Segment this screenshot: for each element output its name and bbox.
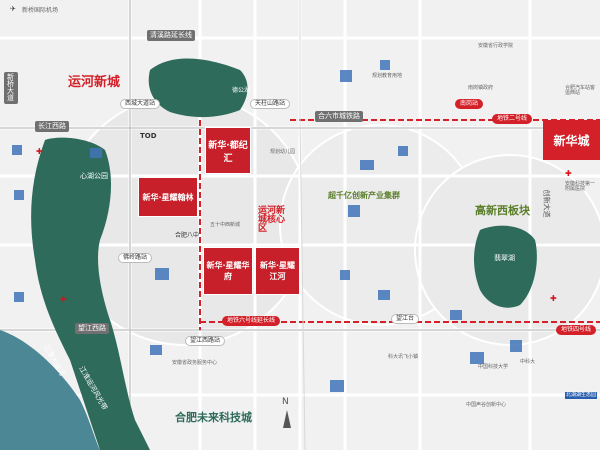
tod-label: TOD xyxy=(140,132,157,140)
zone-future: 合肥未来科技城 xyxy=(175,411,252,424)
project-jianghe[interactable]: 新华·星耀江河 xyxy=(255,247,300,295)
lake-degong xyxy=(148,58,248,118)
project-duji[interactable]: 新华·都纪汇 xyxy=(205,127,251,174)
metro6-label: 地铁六号线延长线 xyxy=(222,316,281,326)
zone-gaoxin: 高新西板块 xyxy=(475,204,530,217)
station-xicheng[interactable]: 西城大道站 xyxy=(120,99,161,109)
park-shanghe: 翡翠湖 xyxy=(494,254,515,262)
poi-keda: 中国科技大学 xyxy=(478,364,509,370)
poi-guihua1: 规划教育用地 xyxy=(372,73,403,79)
school-xinhua: 五十中西新城 xyxy=(210,222,241,228)
poi-nangang-town: 南岗镇政府 xyxy=(468,85,494,91)
station-foziling[interactable]: 佛岭路站 xyxy=(118,253,153,263)
park-xinhu: 心湖公园 xyxy=(80,172,108,180)
zone-yunhe: 运河新城 xyxy=(68,75,121,90)
poi-anhui-inst: 安徽省行政学院 xyxy=(478,43,514,49)
poi-anhui-keji: 安徽科技第一附属医院 xyxy=(565,181,596,192)
project-huafu[interactable]: 新华·星耀华府 xyxy=(203,247,253,295)
poi-guihua2: 规划幼儿园 xyxy=(270,149,296,155)
hospital-icon: ✚ xyxy=(550,294,557,303)
hospital-icon: ✚ xyxy=(565,169,572,178)
poi-hefei-research: 中国声谷创新中心 xyxy=(466,402,507,408)
station-wangjiang[interactable]: 望江西路站 xyxy=(185,336,226,346)
metro-line4-label: 地铁四号线 xyxy=(556,325,597,335)
lake-shanghe xyxy=(474,225,537,308)
project-hanlin[interactable]: 新华·星耀翰林 xyxy=(138,177,198,217)
road-xinqiao: 新桥大道 xyxy=(4,72,18,104)
zone-qianzhaoyi: 超千亿创新产业集群 xyxy=(328,191,400,200)
metro-line2-label: 地铁二号线 xyxy=(492,114,533,124)
poi-anhui-gov: 安徽省政务服务中心 xyxy=(172,360,218,366)
river-jianghuai xyxy=(0,330,100,450)
road-wangjiang: 望江西路 xyxy=(75,323,109,334)
poi-hefei-bus: 合肥汽车站客运西站 xyxy=(565,85,596,96)
park-degong: 德公湖 xyxy=(232,87,251,94)
poi-zhongke: 中科大 xyxy=(520,359,536,365)
north-arrow-icon: N xyxy=(282,397,289,407)
station-nangang[interactable]: 南岗站 xyxy=(455,99,484,109)
airport-label: 新桥国际机场 xyxy=(22,7,59,14)
airport-icon: ✈ xyxy=(10,5,16,13)
hospital-icon: ✚ xyxy=(60,295,67,304)
poi-gaoxin-tag: 北湖湖生态园 xyxy=(565,392,597,399)
road-chuangxin: 创新大道 xyxy=(542,189,551,218)
lake-xinhu xyxy=(31,137,150,450)
poi-star-town: 科大讯飞小镇 xyxy=(388,354,419,360)
zone-core: 运河新城核心区 xyxy=(258,206,286,234)
station-wangjiang-tai[interactable]: 望江台 xyxy=(391,314,420,324)
xinhua-logo-box: 新华城 xyxy=(543,120,600,160)
school-hf8: 合肥八中 xyxy=(175,232,200,239)
road-qingxi: 清溪路延长线 xyxy=(147,30,195,41)
station-tianzhushan[interactable]: 天柱山路站 xyxy=(250,99,291,109)
road-changjiang: 长江西路 xyxy=(35,121,69,132)
north-arrow-shape xyxy=(283,410,291,428)
road-hefei-rail: 合六市城铁路 xyxy=(315,111,363,122)
hospital-icon: ✚ xyxy=(36,147,43,156)
